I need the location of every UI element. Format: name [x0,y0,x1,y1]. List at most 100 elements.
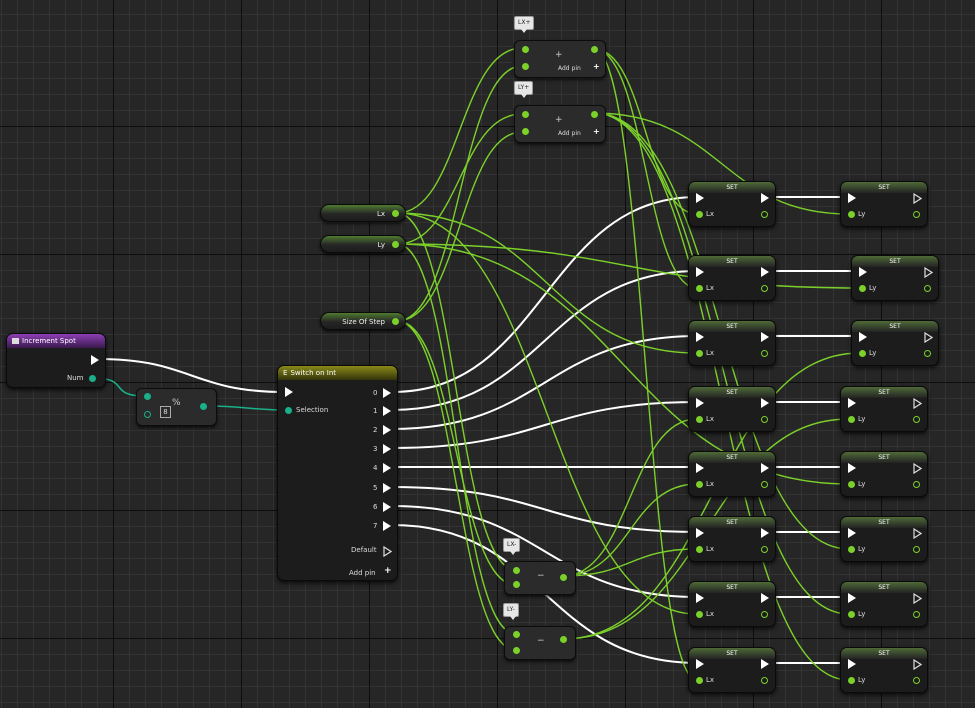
switch-exec-output-pin[interactable] [383,388,391,398]
set-value-output-pin[interactable] [913,481,920,488]
set-value-input-pin[interactable] [848,211,855,218]
ly-add-node[interactable]: + Add pin + [514,105,606,143]
set-value-output-pin[interactable] [924,350,931,357]
set-value-input-pin[interactable] [696,350,703,357]
set-value-input-pin[interactable] [696,481,703,488]
ly-subtract-output-pin[interactable] [560,636,567,643]
set-value-input-pin[interactable] [696,416,703,423]
set-exec-output-pin[interactable] [761,463,769,473]
lx-subtract-input-a-pin[interactable] [513,567,520,574]
ly-subtract-node[interactable]: − [504,626,576,660]
switch-exec-output-pin[interactable] [383,463,391,473]
set-value-input-pin[interactable] [696,611,703,618]
set-exec-input-pin[interactable] [696,398,704,408]
set-exec-output-pin[interactable] [761,528,769,538]
set-exec-output-pin-unconnected[interactable] [924,266,934,279]
set-exec-input-pin[interactable] [848,659,856,669]
set-value-output-pin[interactable] [761,481,768,488]
set-exec-output-pin[interactable] [761,398,769,408]
ly-subtract-input-a-pin[interactable] [513,631,520,638]
switch-exec-output-pin[interactable] [383,483,391,493]
set-value-output-pin[interactable] [913,416,920,423]
set-exec-input-pin[interactable] [696,267,704,277]
set-exec-input-pin[interactable] [696,593,704,603]
set-value-input-pin[interactable] [848,481,855,488]
set-value-output-pin[interactable] [761,285,768,292]
switch-exec-input-pin[interactable] [285,387,293,397]
set-exec-output-pin-unconnected[interactable] [913,462,923,475]
ly-add-pin-icon[interactable]: + [593,127,600,136]
set-exec-output-pin[interactable] [761,593,769,603]
set-value-input-pin[interactable] [848,677,855,684]
set-exec-output-pin-unconnected[interactable] [924,331,934,344]
set-exec-output-pin-unconnected[interactable] [913,397,923,410]
set-value-input-pin[interactable] [859,285,866,292]
set-exec-input-pin[interactable] [696,463,704,473]
lx-add-input-b-pin[interactable] [522,63,529,70]
set-value-output-pin[interactable] [913,546,920,553]
set-exec-output-pin[interactable] [761,267,769,277]
set-exec-input-pin[interactable] [859,332,867,342]
set-exec-input-pin[interactable] [859,267,867,277]
set-value-output-pin[interactable] [761,677,768,684]
set-exec-input-pin[interactable] [848,193,856,203]
lx-subtract-node[interactable]: − [504,561,576,595]
lx-subtract-output-pin[interactable] [560,574,567,581]
event-node-increment-spot[interactable]: Increment Spot Num [6,333,106,388]
ly-plus-comment[interactable]: LY+ [514,81,534,98]
ly-add-output-pin[interactable] [591,111,598,118]
set-exec-output-pin[interactable] [761,332,769,342]
modulo-value-field[interactable]: 8 [160,406,171,418]
ly-minus-comment[interactable]: LY- [503,603,519,620]
set-value-output-pin[interactable] [761,211,768,218]
ly-add-input-b-pin[interactable] [522,128,529,135]
set-exec-input-pin[interactable] [848,593,856,603]
switch-add-pin-label[interactable]: Add pin [349,569,376,577]
lx-add-pin-icon[interactable]: + [593,62,600,71]
exec-output-pin[interactable] [91,355,99,365]
lx-add-pin-label[interactable]: Add pin [558,65,581,72]
lx-add-input-a-pin[interactable] [522,46,529,53]
set-value-input-pin[interactable] [848,611,855,618]
num-output-pin[interactable] [89,375,96,382]
set-value-input-pin[interactable] [696,211,703,218]
set-value-output-pin[interactable] [761,416,768,423]
selection-input-pin[interactable] [285,407,292,414]
set-exec-input-pin[interactable] [848,463,856,473]
lx-getter-output-pin[interactable] [392,210,399,217]
lx-plus-comment[interactable]: LX+ [514,16,535,33]
lx-variable-getter[interactable]: Lx [320,204,406,222]
set-exec-output-pin-unconnected[interactable] [913,592,923,605]
lx-add-node[interactable]: + Add pin + [514,40,606,78]
set-value-output-pin[interactable] [913,211,920,218]
switch-exec-output-pin[interactable] [383,502,391,512]
set-value-input-pin[interactable] [848,546,855,553]
modulo-input-a-pin[interactable] [144,393,151,400]
set-value-output-pin[interactable] [913,677,920,684]
set-value-output-pin[interactable] [761,350,768,357]
switch-exec-output-pin[interactable] [383,521,391,531]
set-exec-input-pin[interactable] [696,332,704,342]
set-exec-input-pin[interactable] [848,528,856,538]
ly-getter-output-pin[interactable] [392,241,399,248]
set-exec-output-pin[interactable] [761,659,769,669]
set-exec-output-pin[interactable] [761,193,769,203]
switch-exec-output-pin[interactable] [383,406,391,416]
size-of-step-output-pin[interactable] [392,318,399,325]
set-exec-output-pin-unconnected[interactable] [913,527,923,540]
lx-subtract-input-b-pin[interactable] [513,581,520,588]
